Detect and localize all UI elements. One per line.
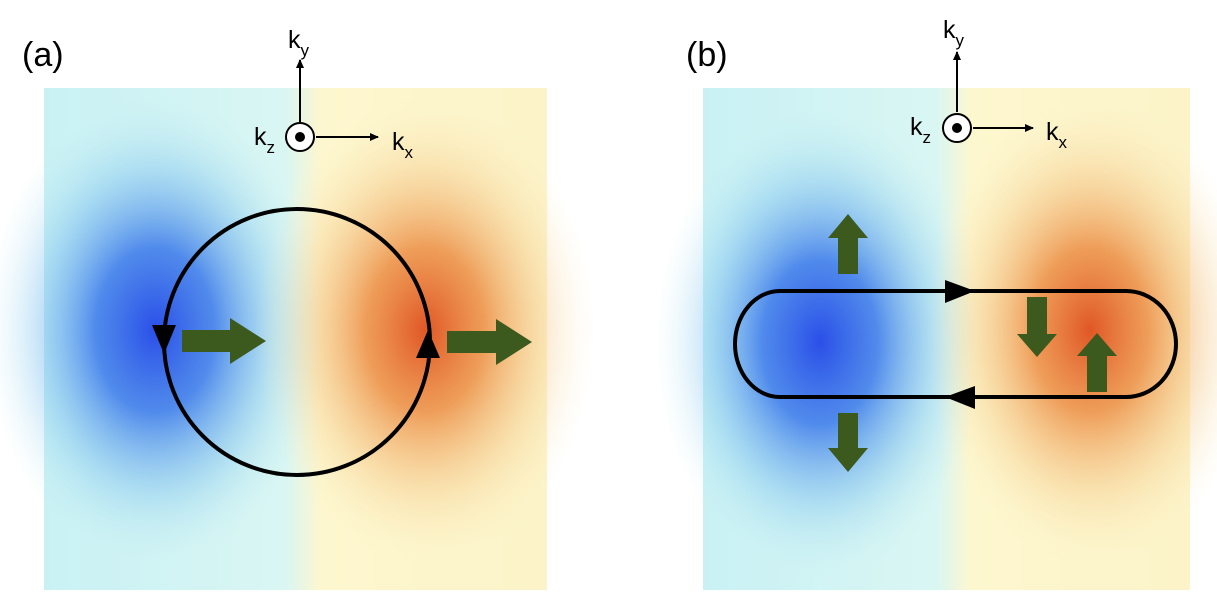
ky-label: ky [288,26,310,60]
spin-arrow-down-red [1017,297,1057,357]
panel-b-red-lobe [925,95,1217,565]
kz-axis-dot [295,132,305,142]
contour-arrowhead-bottom-left [945,386,975,409]
fermi-contour-stadium [733,289,1178,399]
panel-a: (a) ky kz kx [0,26,595,590]
contour-arrowhead-right-up [416,330,440,358]
kx-label: kx [1046,118,1068,152]
contour-arrowhead-left-down [152,325,176,354]
spin-arrow-up-top [828,214,868,274]
panel-b-blue-lobe [655,107,985,577]
spin-arrow-up-red [1077,333,1117,392]
panel-b-label: (b) [686,36,728,74]
panel-a-red-lobe [255,95,595,565]
spin-arrow-right-outer [447,319,532,365]
spin-arrow-right-inner [182,318,266,364]
spin-arrow-down-bottom [828,413,868,472]
panel-a-axes: ky kz kx [254,26,414,162]
kx-label: kx [392,128,414,162]
panel-a-label: (a) [22,36,64,74]
kz-axis-dot [952,123,962,133]
ky-label: ky [943,16,965,50]
panel-b: (b) ky kz kx [655,16,1217,590]
kz-label: kz [254,123,275,157]
contour-arrowhead-top-right [945,280,975,303]
kz-label: kz [910,113,931,147]
panel-b-axes: ky kz kx [910,16,1068,152]
